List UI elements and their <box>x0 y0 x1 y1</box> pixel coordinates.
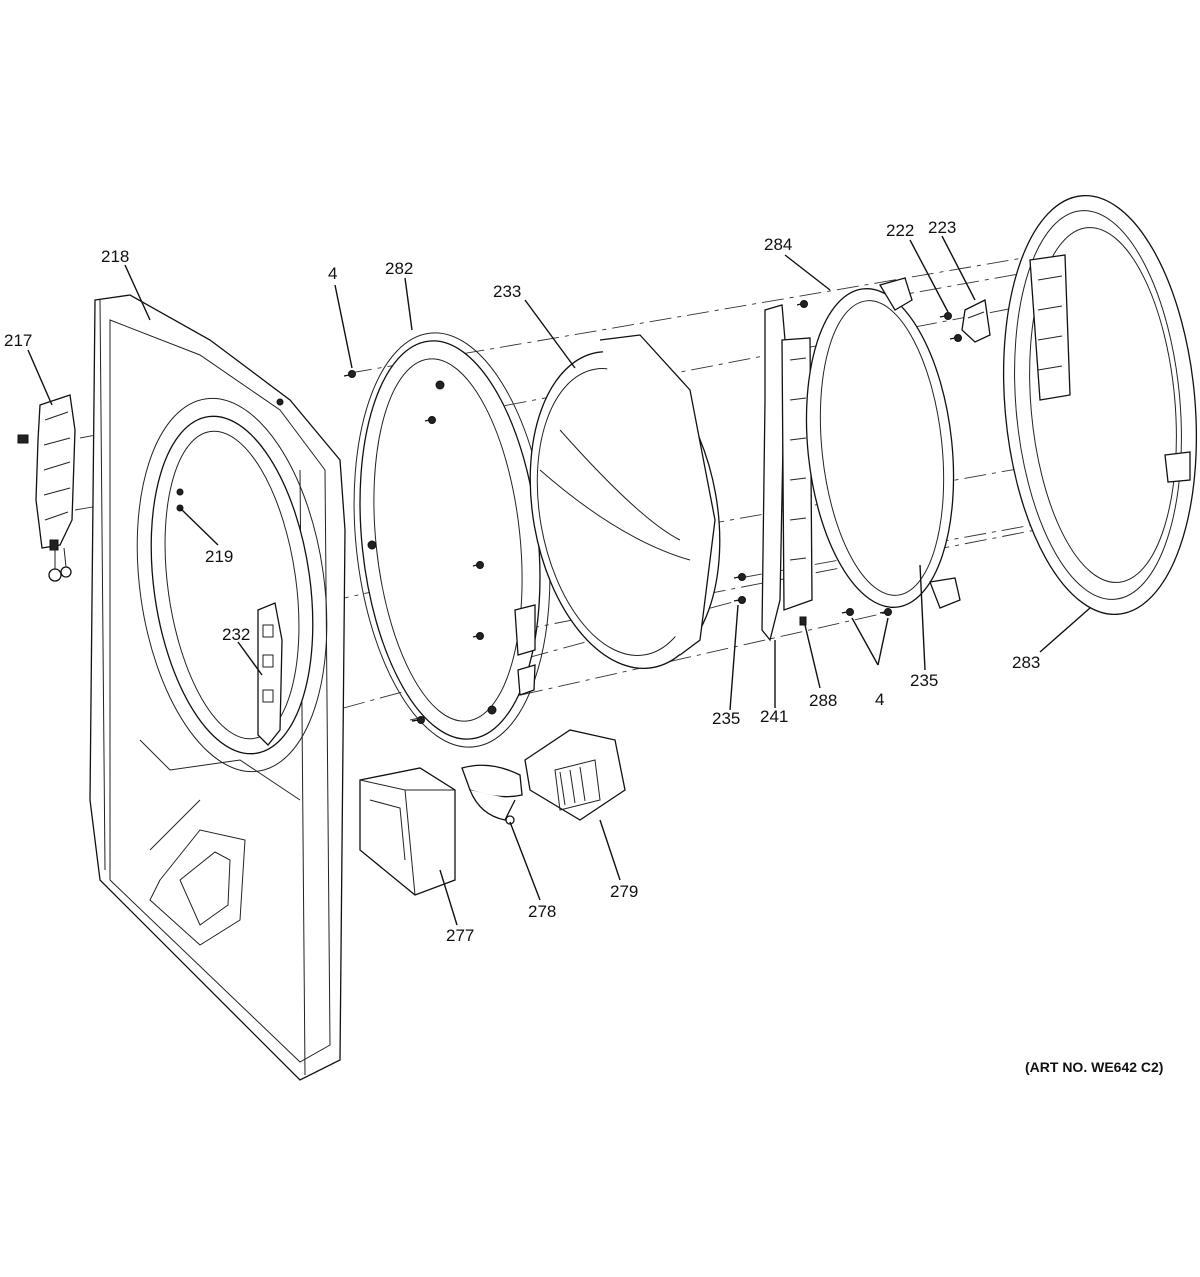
callout-222: 222 <box>886 221 914 240</box>
screw <box>343 370 356 378</box>
callout-277: 277 <box>446 926 474 945</box>
callout-241: 241 <box>760 707 788 726</box>
callout-233: 233 <box>493 282 521 301</box>
callout-labels: 217 218 219 232 4 282 233 284 222 223 28… <box>4 218 1163 1075</box>
door-glass-bowl <box>529 334 721 670</box>
callout-4-left: 4 <box>328 264 337 283</box>
outer-door-ring <box>353 332 551 748</box>
callout-235-right: 235 <box>910 671 938 690</box>
screw <box>411 716 425 724</box>
callout-219: 219 <box>205 547 233 566</box>
art-number: (ART NO. WE642 C2) <box>1025 1059 1163 1075</box>
door-latch <box>961 299 991 343</box>
leader-lines <box>27 235 1091 926</box>
screw <box>472 561 484 569</box>
callout-288: 288 <box>809 691 837 710</box>
hinge-strap <box>257 602 283 746</box>
callout-279: 279 <box>610 882 638 901</box>
callout-284: 284 <box>764 235 792 254</box>
callout-232: 232 <box>222 625 250 644</box>
callout-235-left: 235 <box>712 709 740 728</box>
callout-4-right: 4 <box>875 690 884 709</box>
bracket-279 <box>524 729 626 821</box>
callout-282: 282 <box>385 259 413 278</box>
callout-283: 283 <box>1012 653 1040 672</box>
door-cover <box>1002 194 1198 616</box>
screw <box>879 608 892 616</box>
front-panel <box>89 294 346 1081</box>
screw <box>424 416 436 424</box>
callout-278: 278 <box>528 902 556 921</box>
screw <box>472 632 484 640</box>
screw <box>841 608 854 616</box>
callout-223: 223 <box>928 218 956 237</box>
door-lock-assembly <box>17 394 76 582</box>
screw <box>733 573 746 581</box>
callout-217: 217 <box>4 331 32 350</box>
screw <box>733 596 746 604</box>
screw <box>949 334 962 342</box>
screw <box>796 300 808 308</box>
callout-218: 218 <box>101 247 129 266</box>
bracket-277 <box>359 767 456 896</box>
clip-278 <box>461 764 523 825</box>
screw <box>939 312 952 320</box>
door-hinge <box>761 304 813 642</box>
inner-door-ring <box>805 277 961 609</box>
